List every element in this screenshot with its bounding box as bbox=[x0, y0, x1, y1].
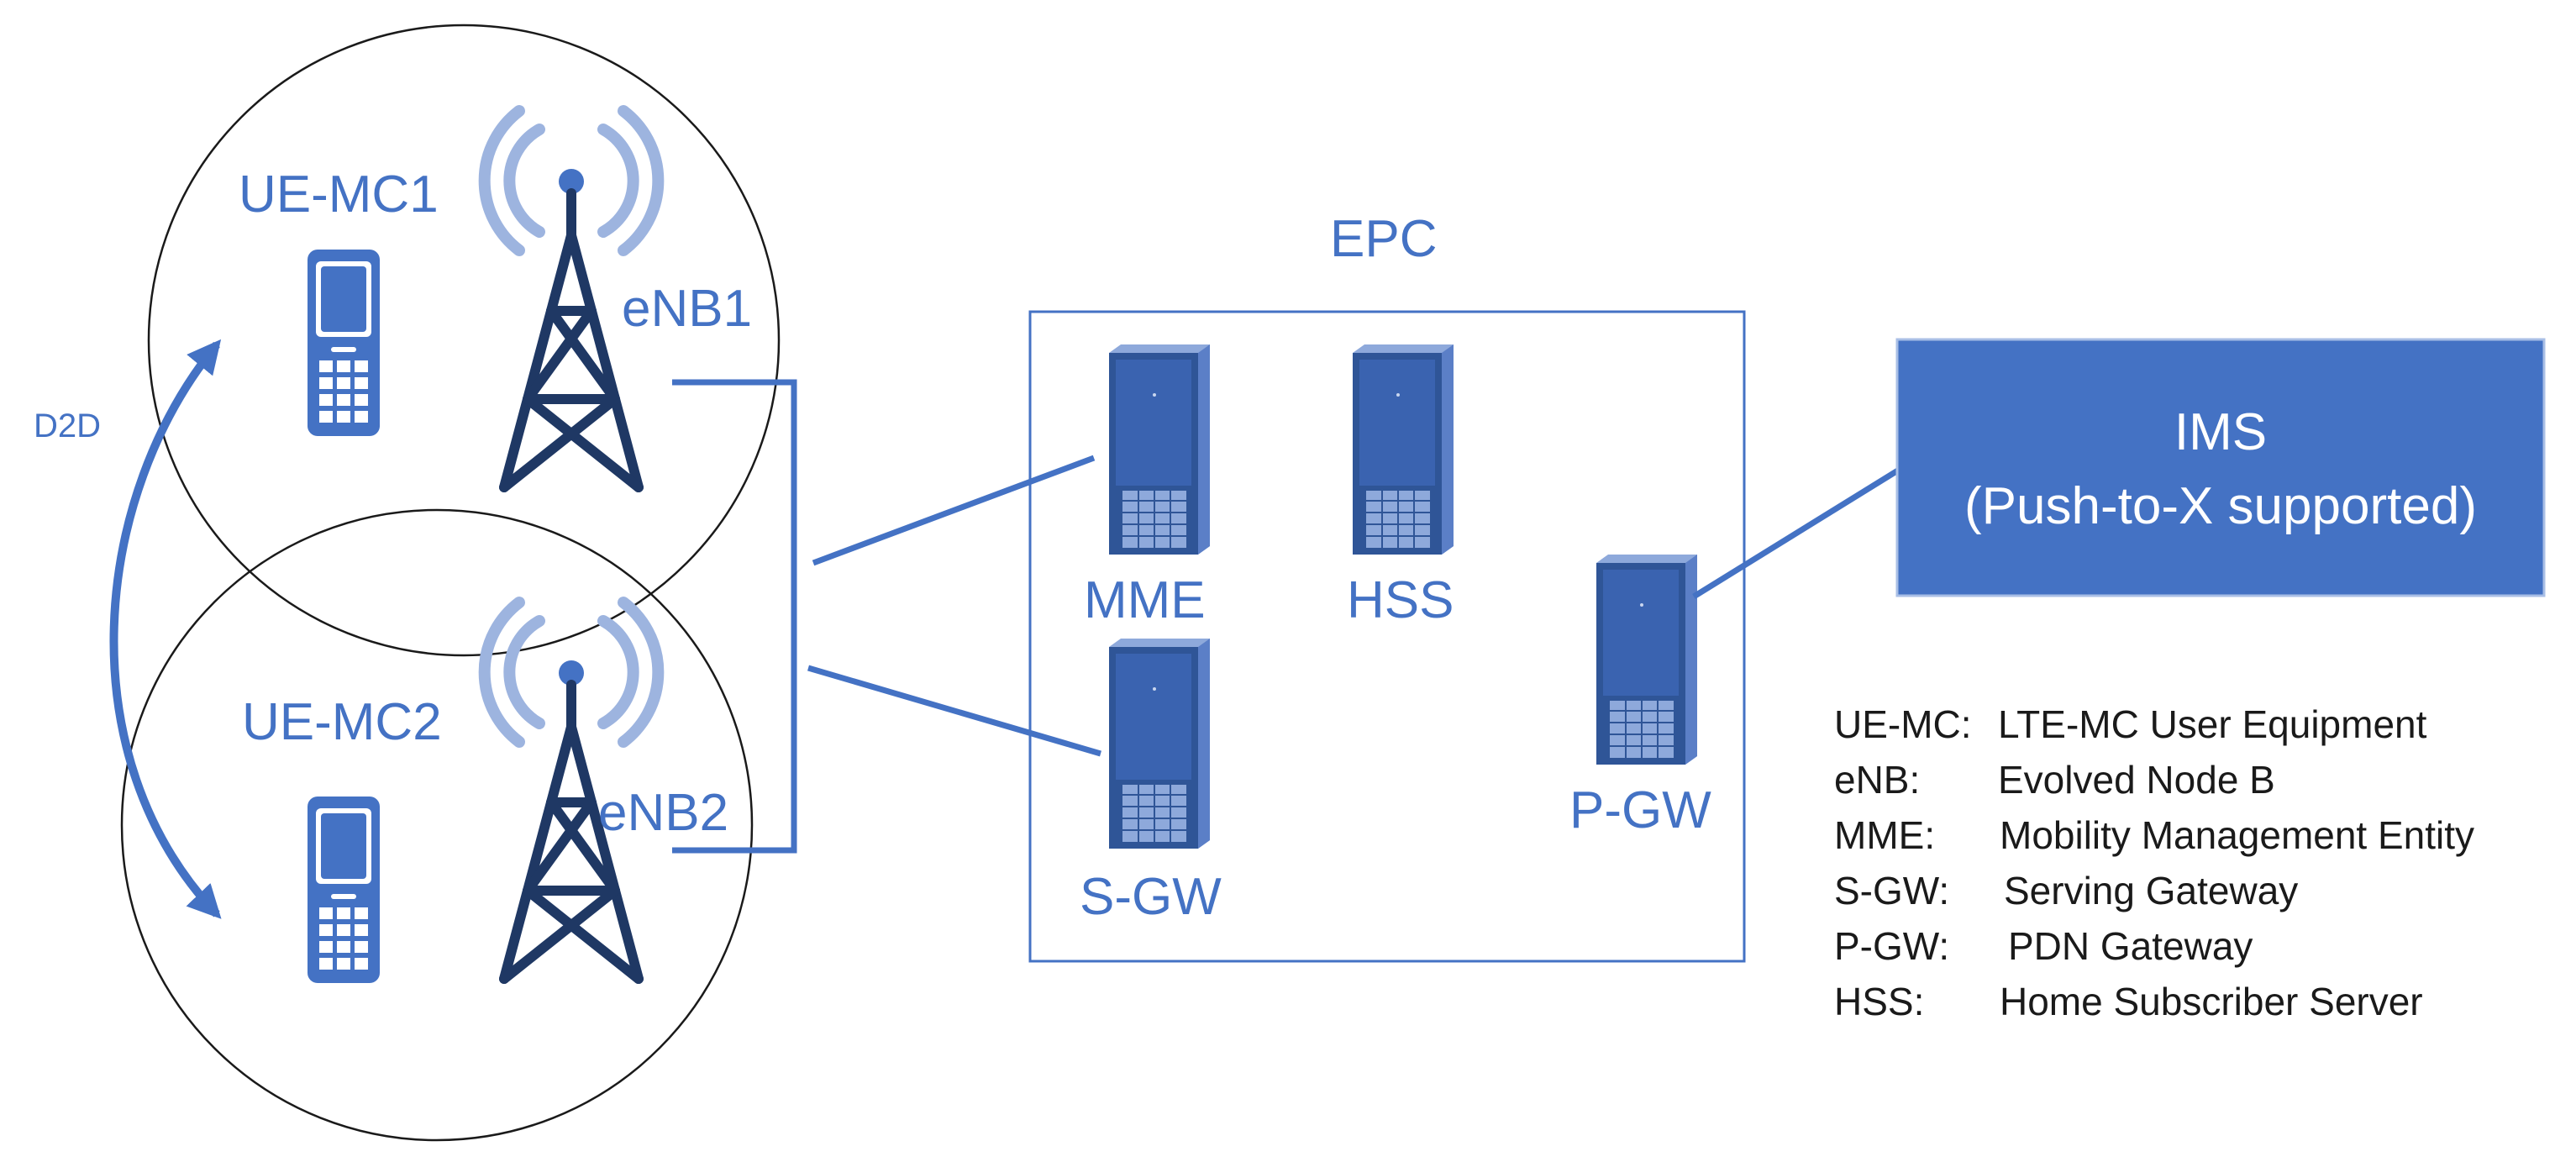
ue-label-2: UE-MC2 bbox=[242, 693, 442, 751]
legend-desc: Evolved Node B bbox=[1998, 758, 2275, 802]
pgw-server-icon bbox=[1596, 554, 1698, 765]
phone-icon-2 bbox=[308, 797, 380, 983]
ims-box bbox=[1895, 338, 2546, 597]
link-enb-to-sgw bbox=[807, 665, 1101, 757]
cell-coverage-2 bbox=[120, 508, 754, 1142]
legend-abbr: eNB: bbox=[1834, 758, 1920, 802]
ims-subtitle: (Push-to-X supported) bbox=[1964, 477, 2477, 535]
link-enb-to-mme bbox=[812, 455, 1096, 566]
legend-desc: PDN Gateway bbox=[2008, 924, 2253, 968]
mme-server-icon bbox=[1108, 344, 1211, 555]
epc-title: EPC bbox=[1330, 210, 1437, 268]
ue-label-1: UE-MC1 bbox=[239, 166, 439, 223]
sgw-server-icon bbox=[1108, 638, 1211, 849]
hss-server-icon bbox=[1352, 344, 1454, 555]
legend-desc: Mobility Management Entity bbox=[2000, 813, 2474, 857]
legend-abbr: UE-MC: bbox=[1834, 702, 1972, 746]
legend-abbr: P-GW: bbox=[1834, 924, 1949, 968]
legend-abbr: S-GW: bbox=[1834, 869, 1949, 912]
legend-desc: LTE-MC User Equipment bbox=[1998, 702, 2427, 746]
pgw-label: P-GW bbox=[1569, 781, 1711, 839]
backhaul-bracket bbox=[672, 379, 797, 854]
legend-desc: Serving Gateway bbox=[2004, 869, 2298, 912]
legend-abbr: HSS: bbox=[1834, 980, 1924, 1023]
phone-icon-1 bbox=[308, 250, 380, 436]
hss-label: HSS bbox=[1347, 571, 1454, 629]
legend-abbr: MME: bbox=[1834, 813, 1935, 857]
sgw-label: S-GW bbox=[1080, 868, 1222, 926]
legend-desc: Home Subscriber Server bbox=[2000, 980, 2423, 1023]
enb-label-1: eNB1 bbox=[622, 280, 752, 338]
legend: UE-MC: LTE-MC User Equipment eNB: Evolve… bbox=[1834, 702, 2474, 1023]
d2d-arrow bbox=[109, 339, 222, 919]
enb-label-2: eNB2 bbox=[598, 784, 728, 842]
mme-label: MME bbox=[1084, 571, 1206, 629]
ims-title: IMS bbox=[2174, 403, 2267, 461]
epc-box bbox=[1028, 310, 1746, 963]
cell-coverage-1 bbox=[147, 24, 781, 657]
link-pgw-to-ims bbox=[1692, 466, 1902, 599]
d2d-label: D2D bbox=[34, 407, 101, 444]
